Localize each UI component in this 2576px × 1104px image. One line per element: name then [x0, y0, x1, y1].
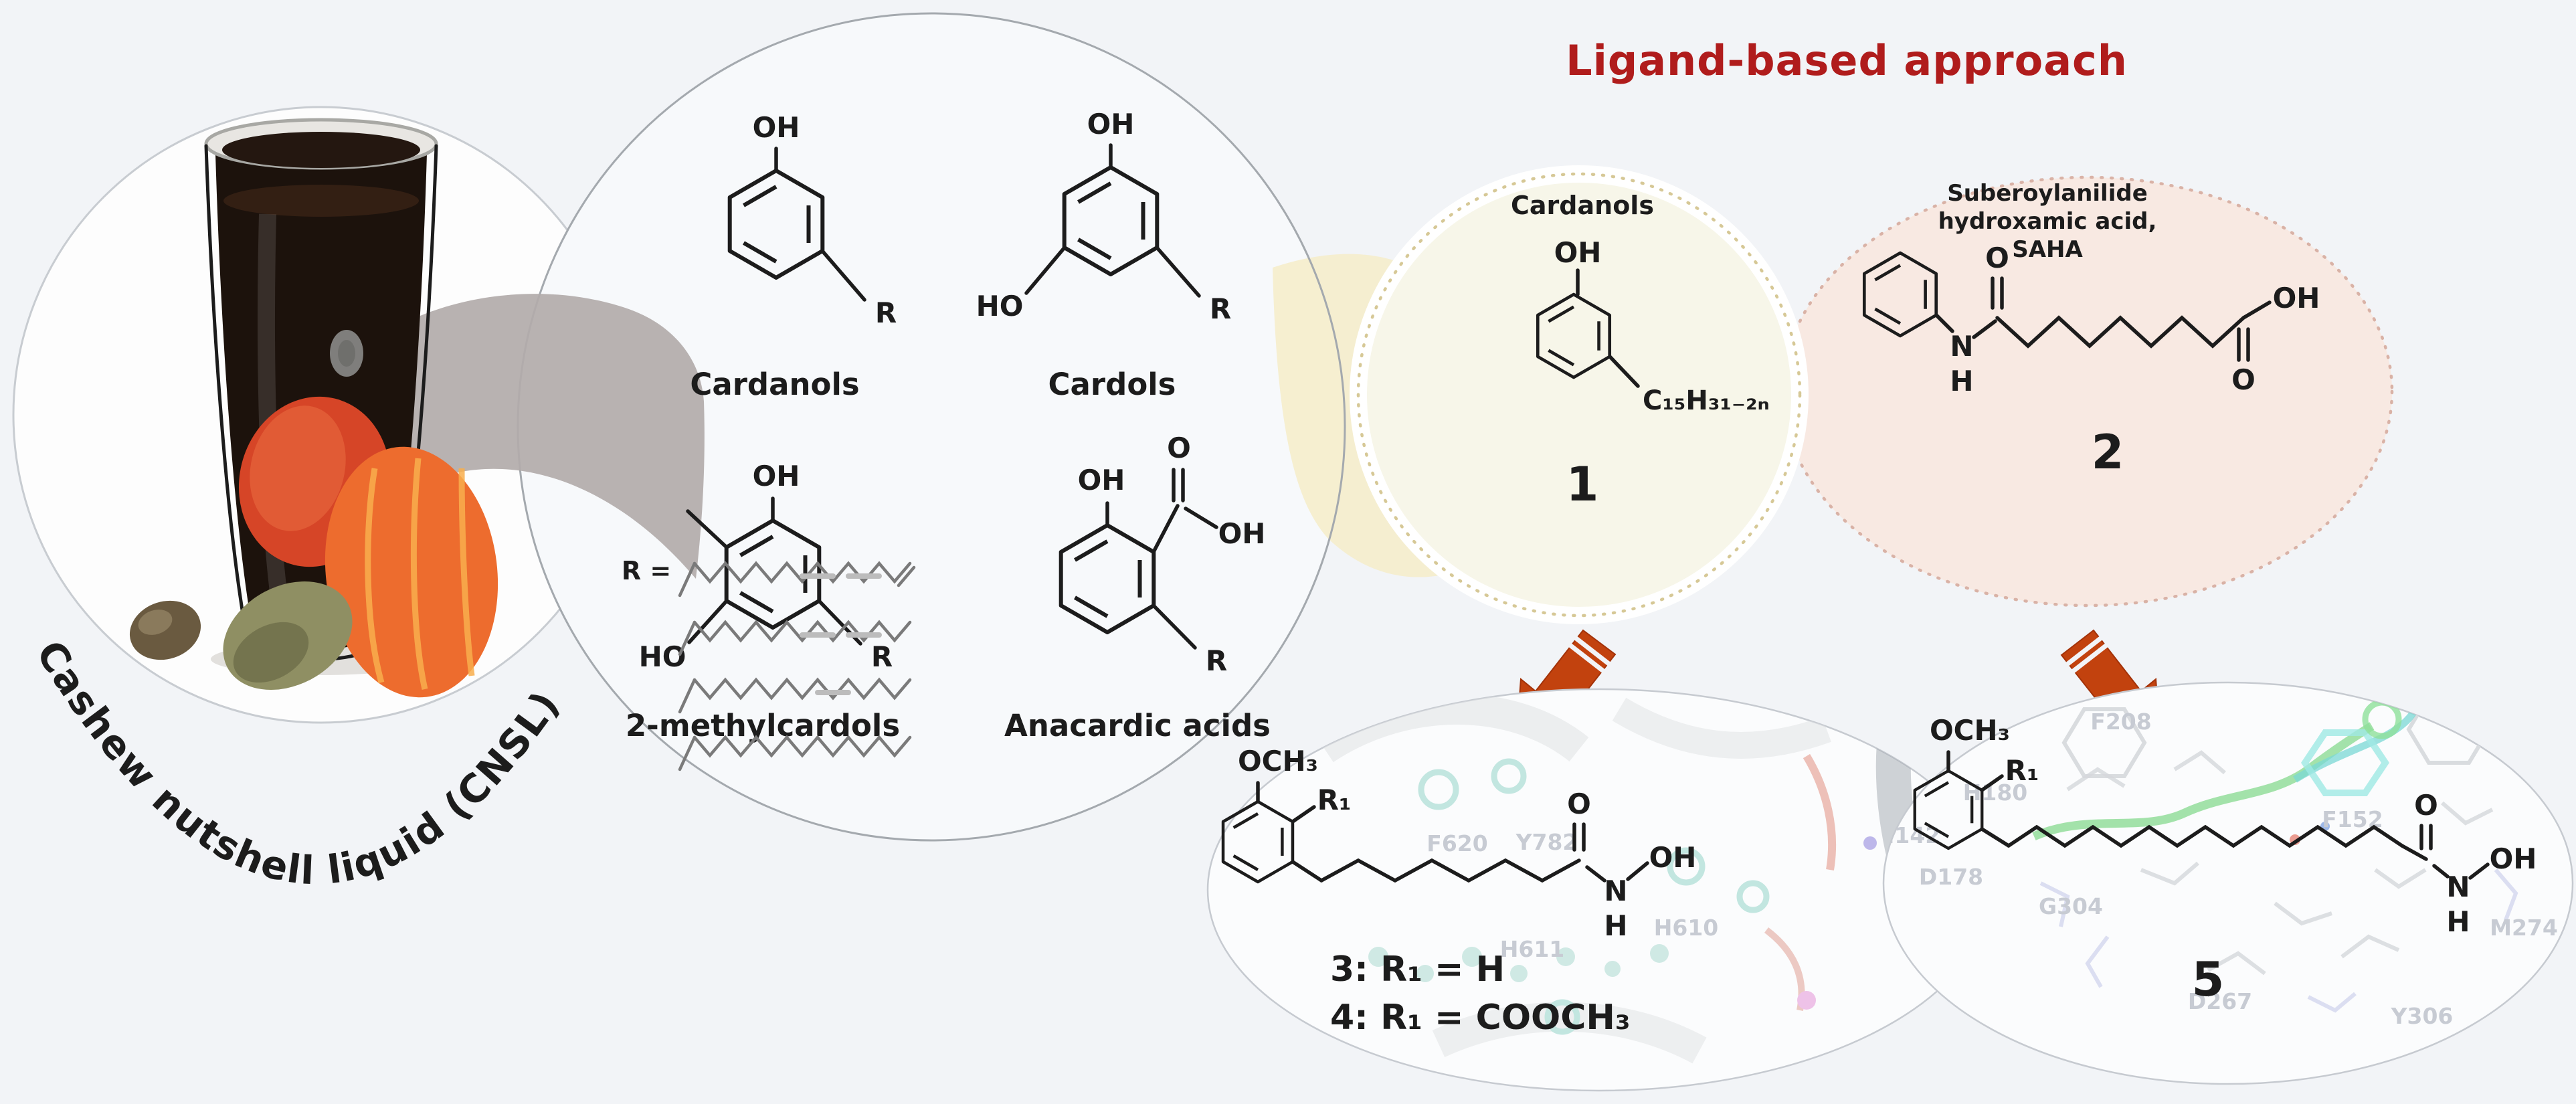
compound5-n-label: N [2446, 870, 2470, 903]
compound2-title-line3: SAHA [2012, 236, 2083, 263]
residue-label: M274 [2490, 915, 2558, 941]
compound2-chain [1995, 315, 2245, 349]
anacardic-name: Anacardic acids [1004, 708, 1271, 743]
compound2-n-label: N [1950, 330, 1973, 363]
cnsl-photo [129, 118, 498, 698]
cardanols-r-label: R [875, 296, 897, 329]
compound1-chain-label: C₁₅H₃₁₋₂ₙ [1643, 385, 1770, 416]
residue-label: Y782 [1515, 829, 1578, 855]
compound-5: OCH₃ R₁ O N H OH 5 [1915, 714, 2537, 1007]
compound5-och3-label: OCH₃ [1930, 714, 2010, 747]
compound34-och3-label: OCH₃ [1238, 745, 1318, 777]
glass-liquid-surface [222, 132, 420, 168]
compound34-r1-label: R₁ [1317, 784, 1352, 816]
cnsl-components-circle [518, 13, 1345, 840]
docking-art-5: F208 H180 F152 H142 D178 G304 D267 Y306 … [1883, 682, 2558, 1029]
cardols-ho-label: HO [976, 290, 1024, 323]
compound5-oh-label: OH [2490, 842, 2537, 875]
anacardic-oh-label: OH [1078, 464, 1125, 496]
residue-label: G304 [2039, 893, 2103, 919]
cardanols-oh-label: OH [753, 111, 800, 144]
page-title: Ligand-based approach [1566, 36, 2128, 85]
compound-1: Cardanols OH C₁₅H₃₁₋₂ₙ 1 [1511, 191, 1770, 512]
link-swoosh-gray [368, 294, 705, 579]
compound2-number: 2 [2092, 425, 2124, 480]
anacardic-r-label: R [1206, 644, 1227, 677]
structure-cardanols: OH R Cardanols [690, 111, 897, 402]
r-side-chains: R = [622, 556, 916, 771]
compound5-r1-label: R₁ [2005, 754, 2039, 787]
compound34-h-label: H [1604, 909, 1627, 942]
docking-ellipse-5 [1882, 681, 2574, 1085]
compound5-o-label: O [2414, 789, 2438, 822]
residue-label: D267 [2188, 988, 2252, 1014]
structure-anacardic-acids: OH O OH R Anacardic acids [1004, 432, 1271, 743]
r-equals-label: R = [622, 556, 671, 585]
cashew-apple-red-highlight [250, 405, 346, 531]
residue-label: H610 [1654, 915, 1719, 941]
methylcardols-r-label: R [871, 640, 893, 673]
structure-methylcardols: OH HO R 2-methylcardols [626, 460, 900, 743]
cardols-r-label: R [1210, 292, 1231, 325]
r-chain-saturated [693, 735, 912, 758]
compound2-oh-label: OH [2273, 282, 2320, 314]
compound2-o2-label: O [2231, 363, 2256, 396]
cardols-name: Cardols [1048, 367, 1176, 402]
anacardic-oh2-label: OH [1218, 517, 1266, 550]
methylcardols-ho-label: HO [639, 640, 686, 673]
compound5-chain [2007, 824, 2404, 848]
compound-2-saha: Suberoylanilide hydroxamic acid, SAHA N … [1864, 180, 2320, 480]
methylcardols-oh-label: OH [753, 460, 800, 492]
r-chain-monoene [693, 677, 912, 701]
library-structures: OH R Cardanols OH HO R Cardols OH HO R 2 [622, 108, 1271, 771]
compound2-h-label: H [1950, 365, 1973, 397]
compound2-title-line2: hydroxamic acid, [1938, 208, 2157, 235]
glass-spot-inner [338, 340, 355, 367]
compound34-variant3: 3: R₁ = H [1330, 949, 1505, 990]
compound-3-4: OCH₃ R₁ O N H OH 3: R₁ = H 4: R₁ = COOCH… [1223, 745, 1696, 1038]
compound34-o-label: O [1567, 788, 1591, 820]
compound34-oh-label: OH [1649, 841, 1697, 874]
structure-cardols: OH HO R Cardols [976, 108, 1232, 402]
compound5-number: 5 [2192, 952, 2225, 1007]
compound5-h-label: H [2446, 905, 2470, 938]
compound34-n-label: N [1604, 875, 1627, 907]
compound2-o-label: O [1985, 242, 2009, 274]
cashew-apple-streaks [365, 458, 475, 690]
r-chain-diene [693, 620, 912, 643]
residue-label: D178 [1919, 864, 1983, 890]
compound34-variant4: 4: R₁ = COOCH₃ [1330, 998, 1631, 1038]
residue-label: Y306 [2391, 1003, 2454, 1029]
cashew-nut-brown-highlight [138, 610, 173, 635]
compound1-number: 1 [1566, 457, 1599, 512]
cardols-oh-label: OH [1087, 108, 1135, 141]
anacardic-o-label: O [1167, 432, 1191, 464]
compound1-oh-label: OH [1554, 236, 1602, 269]
saha-ellipse-border [1781, 175, 2394, 608]
cardanols-name: Cardanols [690, 367, 859, 402]
saha-ellipse [1783, 177, 2392, 606]
compound1-title: Cardanols [1511, 191, 1654, 220]
compound34-chain [1319, 858, 1581, 883]
residue-label: F620 [1427, 830, 1487, 856]
compound2-title-line1: Suberoylanilide [1947, 180, 2148, 207]
cardanols-ellipse-border [1356, 172, 1802, 618]
residue-label: H611 [1500, 936, 1565, 962]
glass-liquid-ring [223, 185, 419, 217]
methylcardols-name: 2-methylcardols [626, 708, 900, 743]
r-chain-triene [693, 561, 912, 584]
cashew-nut-green-shade [233, 622, 309, 683]
residue-label: F208 [2090, 709, 2151, 735]
